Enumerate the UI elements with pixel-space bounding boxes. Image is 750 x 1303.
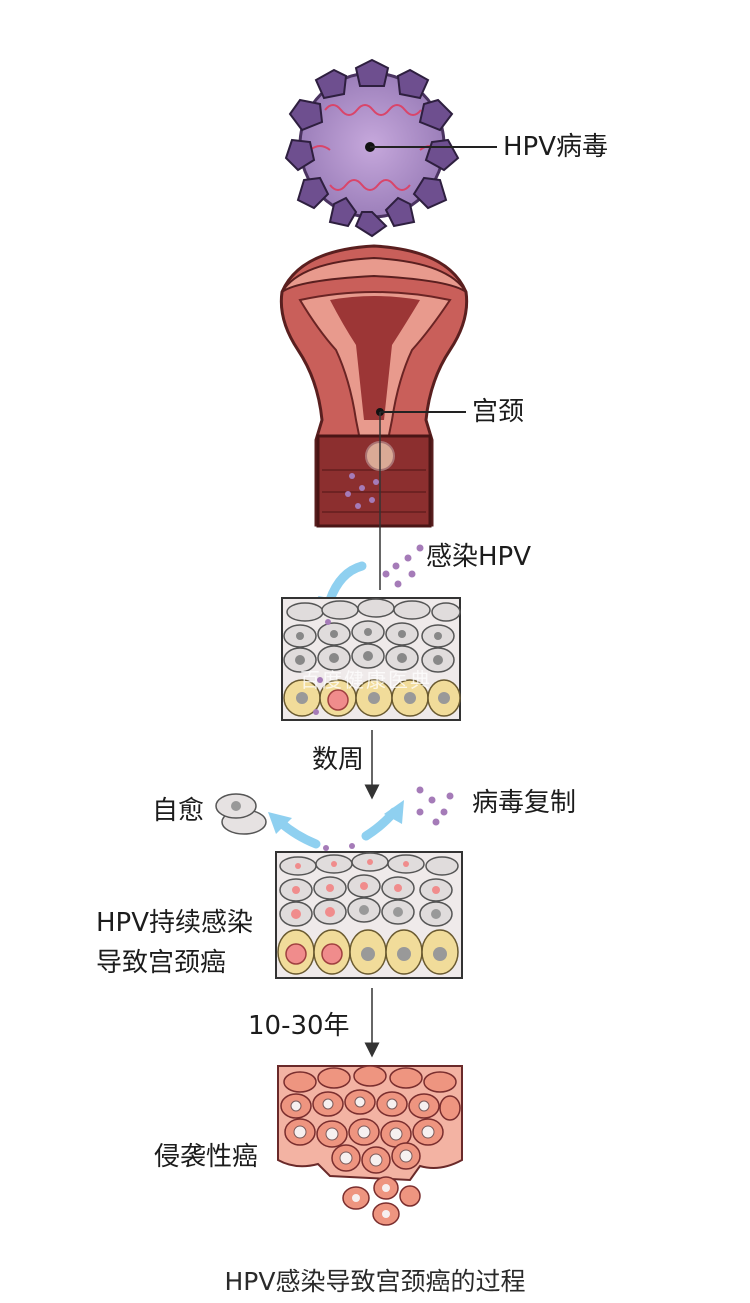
figure-caption: HPV感染导致宫颈癌的过程 <box>224 1267 526 1296</box>
hpv-virus-illustration <box>284 58 497 238</box>
label-self-heal: 自愈 <box>152 796 205 826</box>
self-heal-cells <box>215 793 267 835</box>
watermark: 百度健康医典 <box>300 668 432 692</box>
label-infection: 感染HPV <box>426 542 532 572</box>
label-invasive: 侵袭性癌 <box>154 1142 259 1172</box>
persistent-infection-tissue <box>275 851 463 979</box>
invasive-cancer-tissue <box>277 1065 463 1226</box>
uterus-cervix-illustration <box>279 244 469 590</box>
infected-tissue-block <box>281 597 461 721</box>
label-persistent-line1: HPV持续感染 <box>96 908 254 938</box>
label-cervix: 宫颈 <box>472 397 525 427</box>
label-persistent-line2: 导致宫颈癌 <box>96 948 227 978</box>
label-weeks: 数周 <box>312 745 365 775</box>
hpv-particles <box>382 544 424 588</box>
label-replication: 病毒复制 <box>472 788 577 818</box>
replication-particles <box>323 786 454 857</box>
infection-arrow <box>325 561 367 605</box>
label-years: 10-30年 <box>248 1011 350 1041</box>
label-hpv-virus: HPV病毒 <box>503 132 609 162</box>
